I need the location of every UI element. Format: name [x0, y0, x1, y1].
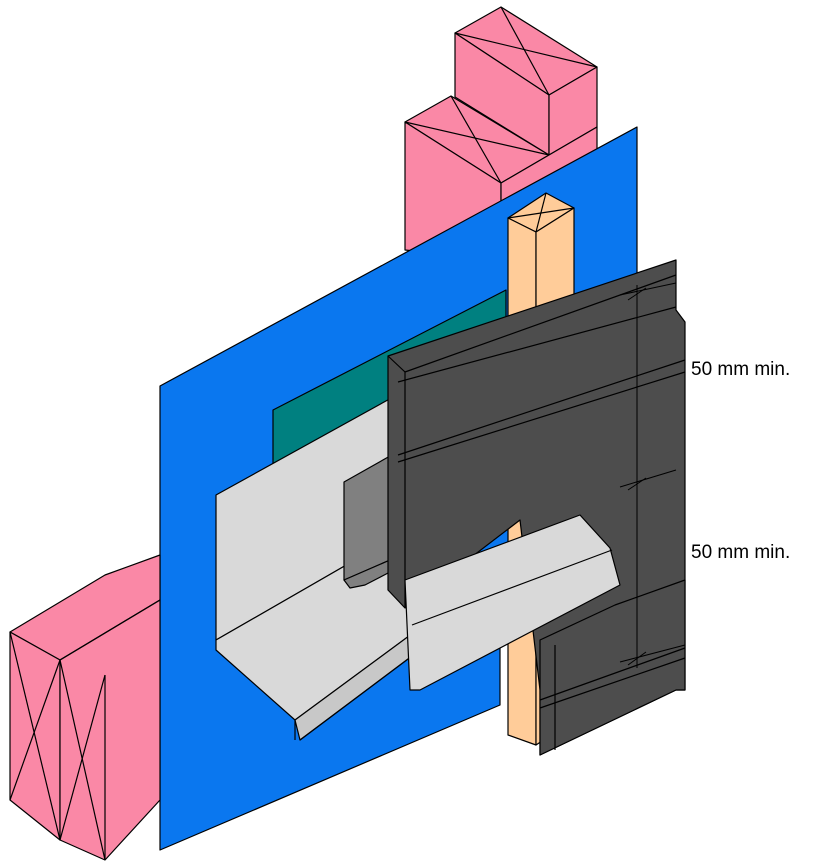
back-angle — [343, 455, 391, 589]
cladding-groove — [539, 657, 686, 709]
timber-cross-line — [59, 659, 106, 861]
timber-cross-line — [9, 631, 61, 841]
cladding-edge — [387, 355, 406, 373]
sill-flashing-front — [404, 514, 621, 691]
framing-timber-lower — [9, 554, 161, 861]
timber-cross-line — [404, 121, 550, 156]
cladding-groove — [397, 306, 677, 383]
cladding-groove — [539, 647, 686, 701]
timber-cross-line — [454, 32, 598, 68]
dimension-extension — [619, 282, 677, 296]
cladding-board-lower — [539, 579, 686, 756]
timber-edge-line — [59, 599, 161, 661]
timber-cross-line — [500, 6, 550, 96]
timber-cross-line — [59, 674, 106, 841]
batten-cross-line — [535, 192, 547, 233]
cladding-board — [387, 259, 686, 756]
dimension-label-upper: 50 mm min. — [691, 359, 791, 380]
dimension-lines — [619, 282, 686, 668]
dimension-extension — [619, 469, 677, 488]
sill-flashing-front-face — [404, 514, 621, 691]
dimension-tick — [627, 651, 647, 666]
dimension-label-lower: 50 mm min. — [691, 542, 791, 563]
timber-cross-line — [9, 659, 61, 801]
timber-cross-line — [450, 95, 502, 184]
dimension-extension — [619, 644, 686, 663]
sill-flashing-edge — [411, 549, 613, 626]
cladding-edge — [404, 274, 677, 373]
back-angle-foot — [343, 559, 391, 589]
